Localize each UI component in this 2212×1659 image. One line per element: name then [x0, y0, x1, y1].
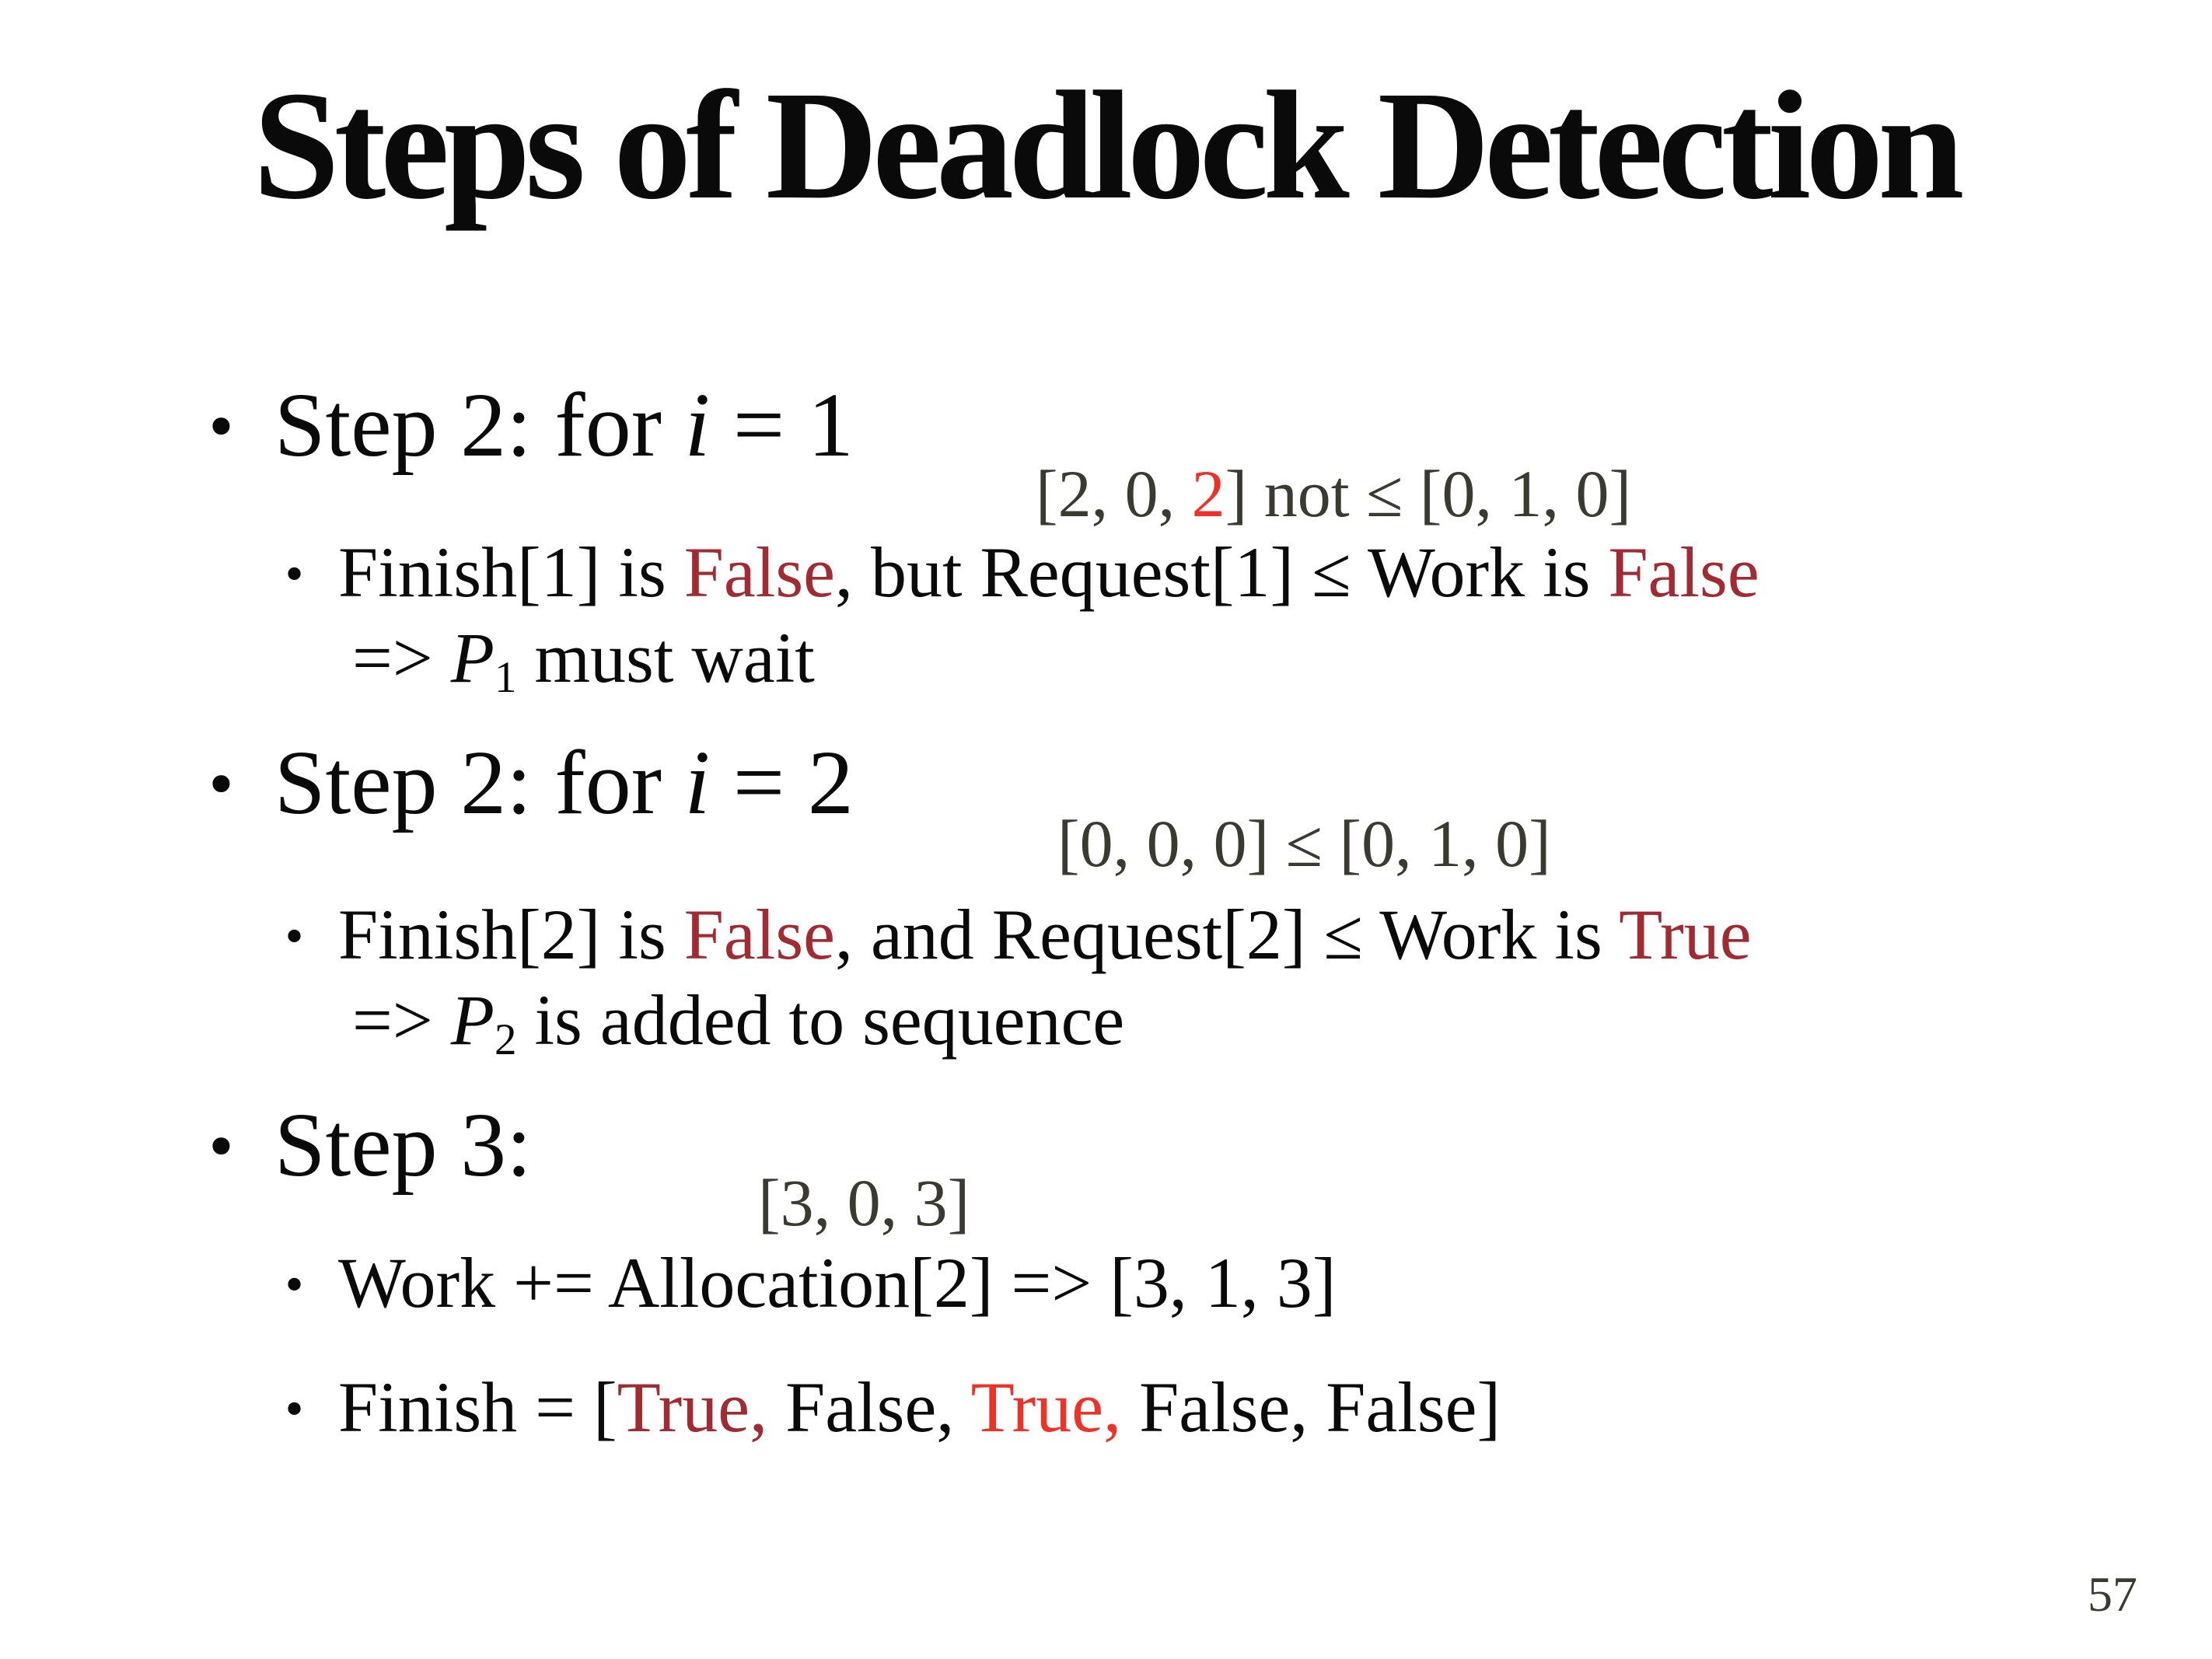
- annotation-request2-vs-work: [0, 0, 0] ≤ [0, 1, 0]: [1057, 806, 1551, 881]
- bullet-icon: •: [281, 1261, 308, 1311]
- process-variable: P: [450, 980, 494, 1060]
- heading-text: Step 2: for i = 2: [274, 732, 854, 833]
- page-number: 57: [2088, 1566, 2137, 1622]
- loop-variable: i: [684, 374, 711, 476]
- heading-text: Step 3:: [274, 1094, 532, 1196]
- annotation-work-vector: [3, 0, 3]: [758, 1165, 970, 1240]
- sub-bullet-finish-array: • Finish = [True, False, True, False, Fa…: [281, 1367, 1501, 1447]
- sub-bullet-text: Finish[1] is False, but Request[1] ≤ Wor…: [338, 533, 1759, 612]
- process-index: 1: [494, 652, 517, 702]
- bullet-step2-i2: • Step 2: for i = 2: [204, 732, 854, 833]
- bullet-icon: •: [281, 550, 308, 601]
- sub-bullet-work-update: • Work += Allocation[2] => [3, 1, 3]: [281, 1243, 1337, 1322]
- heading-text: Step 2: for i = 1: [274, 374, 854, 476]
- false-flag: False: [683, 533, 835, 612]
- false-flag: False: [1608, 533, 1759, 612]
- sub-bullet-finish1: • Finish[1] is False, but Request[1] ≤ W…: [281, 533, 1759, 612]
- true-flag-p0: True,: [617, 1367, 768, 1447]
- sub-bullet-text: Finish[2] is False, and Request[2] ≤ Wor…: [338, 895, 1752, 974]
- bullet-icon: •: [204, 393, 239, 462]
- slide-title: Steps of Deadlock Detection: [253, 60, 1964, 232]
- sub-bullet-p1-wait: => P1 must wait: [352, 618, 815, 702]
- annotation-request1-vs-work: [2, 0, 2] not ≤ [0, 1, 0]: [1036, 456, 1632, 531]
- loop-variable: i: [684, 732, 711, 833]
- sub-bullet-finish2: • Finish[2] is False, and Request[2] ≤ W…: [281, 895, 1752, 974]
- sub-bullet-text: Work += Allocation[2] => [3, 1, 3]: [338, 1243, 1337, 1322]
- sub-bullet-text: Finish = [True, False, True, False, Fals…: [338, 1367, 1501, 1447]
- true-flag-p2: True,: [970, 1367, 1122, 1447]
- highlight-value: 2: [1191, 456, 1225, 531]
- true-flag: True: [1619, 895, 1752, 974]
- process-variable: P: [450, 618, 494, 697]
- bullet-icon: •: [281, 913, 308, 963]
- process-index: 2: [494, 1015, 517, 1064]
- false-flag: False: [683, 895, 835, 974]
- bullet-icon: •: [204, 1112, 239, 1182]
- bullet-step3: • Step 3:: [204, 1095, 532, 1196]
- bullet-step2-i1: • Step 2: for i = 1: [204, 375, 854, 476]
- bullet-icon: •: [204, 750, 239, 819]
- bullet-icon: •: [281, 1385, 308, 1436]
- sub-bullet-p2-added: => P2 is added to sequence: [352, 980, 1125, 1064]
